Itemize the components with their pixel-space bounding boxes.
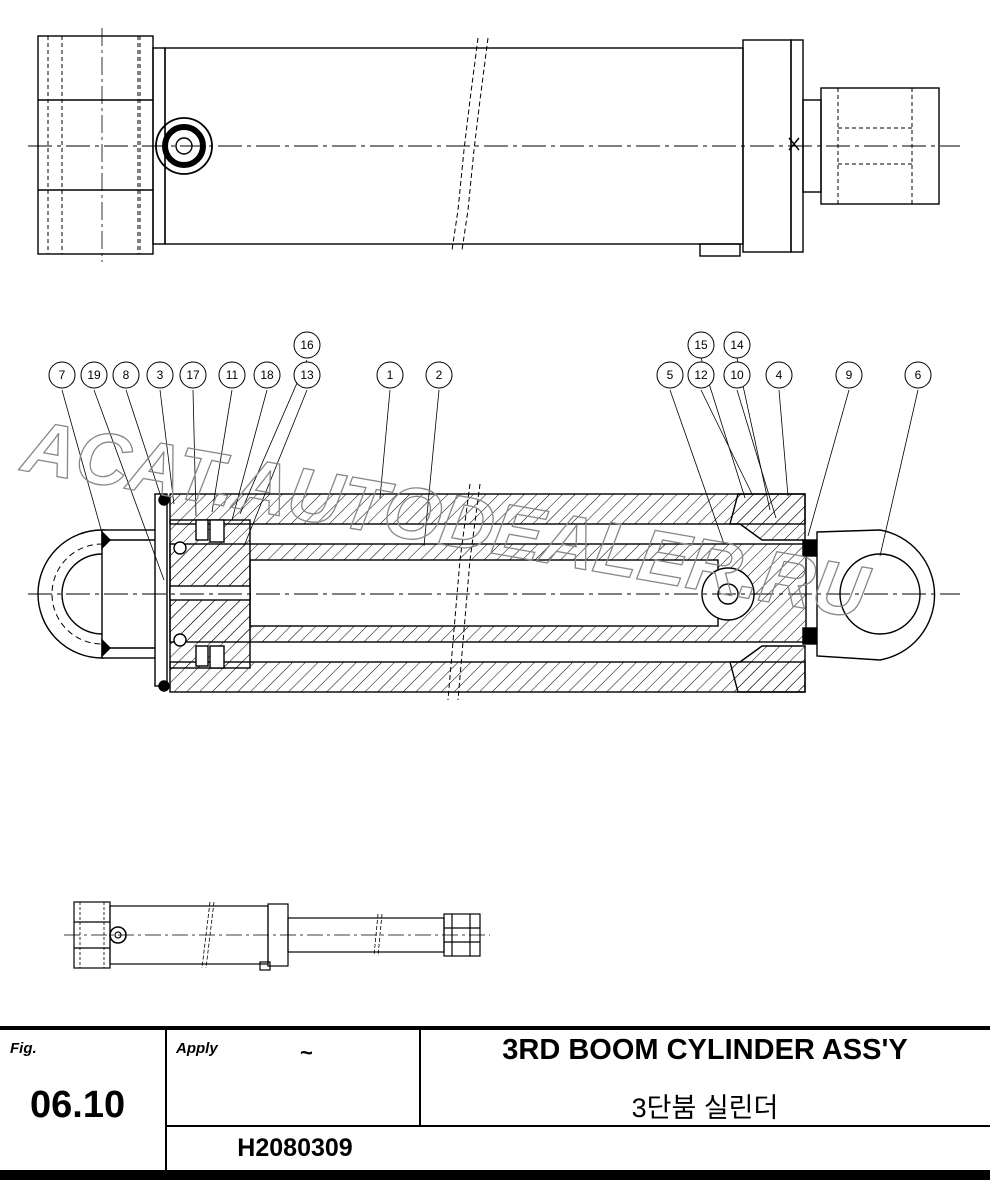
title-english: 3RD BOOM CYLINDER ASS'Y: [502, 1034, 908, 1066]
balloon-19-label: 19: [87, 368, 101, 382]
balloon-11-label: 11: [226, 368, 239, 382]
balloon-9-label: 9: [846, 368, 853, 382]
balloon-12: 12: [687, 361, 715, 389]
balloon-12-label: 12: [694, 368, 708, 382]
balloon-10: 10: [723, 361, 751, 389]
balloon-5-label: 5: [667, 368, 674, 382]
balloon-8-label: 8: [123, 368, 130, 382]
balloon-4: 4: [765, 361, 793, 389]
apply-label: Apply: [176, 1040, 218, 1057]
balloon-18-label: 18: [260, 368, 274, 382]
balloon-8: 8: [112, 361, 140, 389]
balloon-3: 3: [146, 361, 174, 389]
section-view: [28, 483, 960, 701]
balloon-11: 11: [218, 361, 246, 389]
title-block: Fig. 06.10 Apply ~ 3RD BOOM CYLINDER ASS…: [0, 1020, 990, 1180]
balloon-2-label: 2: [436, 368, 443, 382]
balloon-17-label: 17: [186, 368, 200, 382]
title-block-frame: [0, 1026, 990, 1180]
balloon-17: 17: [179, 361, 207, 389]
balloon-15: 15: [687, 331, 715, 359]
balloon-7: 7: [48, 361, 76, 389]
balloon-18: 18: [253, 361, 281, 389]
cylinder-drawing: 7 19 8 3 17 11 18 13 16 1 2 5 12 15 10 1…: [15, 28, 960, 971]
top-external-view: [28, 28, 960, 262]
overall-view: [64, 901, 490, 971]
balloon-4-label: 4: [776, 368, 783, 382]
balloon-15-label: 15: [694, 338, 708, 352]
balloon-3-label: 3: [157, 368, 164, 382]
balloon-19: 19: [80, 361, 108, 389]
apply-value: ~: [300, 1040, 313, 1065]
balloon-10-label: 10: [730, 368, 744, 382]
balloon-6: 6: [904, 361, 932, 389]
part-number: H2080309: [237, 1134, 353, 1162]
balloon-16-label: 16: [300, 338, 314, 352]
balloon-9: 9: [835, 361, 863, 389]
balloon-14: 14: [723, 331, 751, 359]
title-korean: 3단붐 실린더: [631, 1093, 779, 1123]
balloon-13-label: 13: [300, 368, 314, 382]
balloon-1-label: 1: [387, 368, 394, 382]
fig-number: 06.10: [30, 1084, 126, 1126]
balloon-16: 16: [293, 331, 321, 359]
leader-lines: [61, 357, 919, 581]
balloon-7-label: 7: [59, 368, 66, 382]
balloon-6-label: 6: [915, 368, 922, 382]
fig-label: Fig.: [10, 1040, 37, 1057]
balloon-5: 5: [656, 361, 684, 389]
balloon-14-label: 14: [730, 338, 744, 352]
balloon-13: 13: [293, 361, 321, 389]
balloon-1: 1: [376, 361, 404, 389]
balloon-2: 2: [425, 361, 453, 389]
